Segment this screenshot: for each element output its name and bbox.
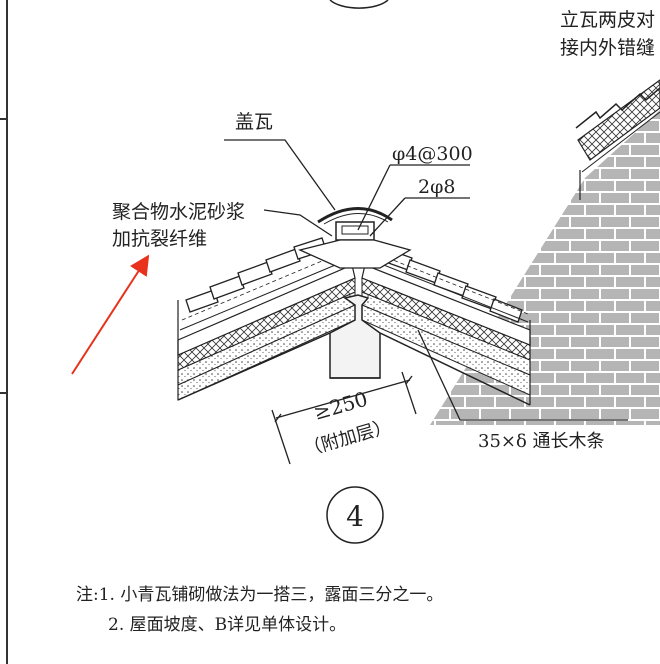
leader-lines xyxy=(224,139,628,421)
label-top-right-1: 立瓦两皮对 xyxy=(560,9,655,31)
ridge-core xyxy=(329,294,381,379)
detail-number-circle xyxy=(326,486,384,544)
label-additional-layer: （附加层） xyxy=(302,416,394,461)
page-left-border xyxy=(0,0,8,664)
top-right-tiles xyxy=(575,79,660,200)
detail-circle-top xyxy=(329,0,389,9)
label-mortar-2: 加抗裂纤维 xyxy=(112,228,207,250)
red-arrow xyxy=(71,254,150,375)
label-min-width: ≥250 xyxy=(311,387,370,425)
label-rebar-count: 2φ8 xyxy=(418,176,455,198)
label-cover-tile: 盖瓦 xyxy=(235,111,273,133)
right-slope-layers xyxy=(361,247,531,406)
label-top-right-2: 接内外错缝 xyxy=(560,37,655,59)
ridge-cover-tile xyxy=(298,207,412,269)
note-line-1: 注:1. 小青瓦铺砌做法为一搭三，露面三分之一。 xyxy=(76,585,444,605)
left-slope-layers xyxy=(177,237,356,401)
detail-number: 4 xyxy=(346,500,364,533)
dimension-250 xyxy=(271,371,417,465)
label-timber-strip: 35×δ 通长木条 xyxy=(478,431,605,452)
note-line-2: 2. 屋面坡度、B详见单体设计。 xyxy=(108,615,347,635)
label-rebar-spacing: φ4@300 xyxy=(392,143,473,165)
border-tick xyxy=(0,392,6,394)
border-tick xyxy=(0,118,6,120)
label-mortar-1: 聚合物水泥砂浆 xyxy=(112,201,245,223)
